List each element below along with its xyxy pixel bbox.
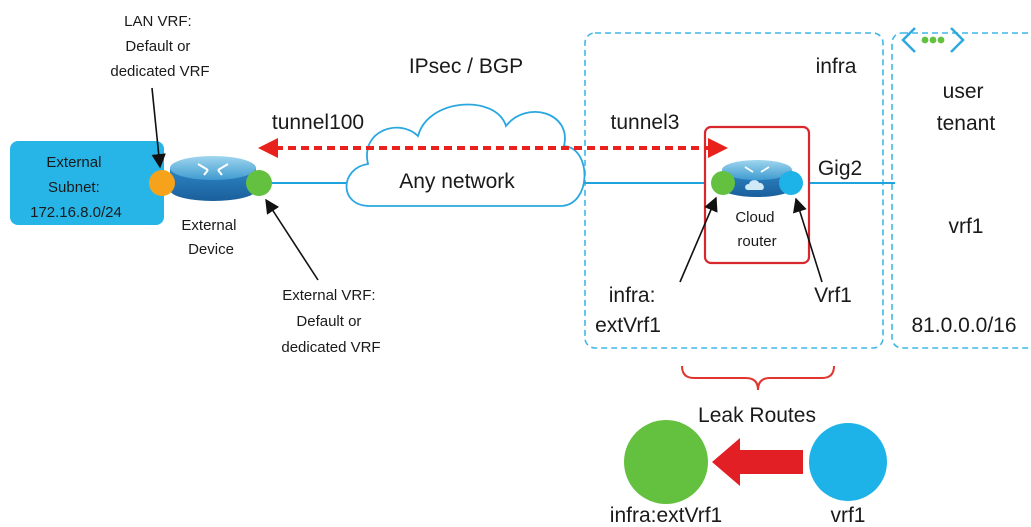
external-device-label: External Device — [181, 217, 240, 258]
lan-vrf-port — [149, 170, 175, 196]
vrf1-tenant-label: vrf1 — [948, 215, 983, 238]
lan-vrf-label: LAN VRF: Default or dedicated VRF — [110, 13, 209, 80]
vrf1-port-label: Vrf1 — [814, 284, 852, 307]
external-vrf-callout — [265, 198, 319, 281]
external-vrf-label: External VRF: Default or dedicated VRF — [281, 287, 380, 356]
chevron-dots-icon — [901, 27, 965, 53]
gig2-label: Gig2 — [818, 157, 862, 180]
user-tenant-box — [891, 32, 1031, 349]
leak-infra-extvrf1-circle — [624, 420, 708, 504]
tunnel100-label: tunnel100 — [272, 111, 364, 134]
lan-vrf-callout — [151, 87, 166, 169]
leak-vrf1-circle — [809, 423, 887, 501]
vrf1-port — [779, 171, 803, 195]
subnet-81-label: 81.0.0.0/16 — [911, 314, 1016, 337]
infra-label: infra — [816, 55, 857, 78]
leak-infra-extvrf1-label: infra:extVrf1 — [610, 504, 722, 527]
tunnel3-label: tunnel3 — [611, 111, 680, 134]
user-tenant-label: user tenant — [937, 80, 996, 135]
leak-routes-bracket — [681, 365, 835, 391]
vrf1-callout — [793, 197, 823, 283]
leak-vrf1-label: vrf1 — [830, 504, 865, 527]
router-icon — [722, 160, 792, 197]
any-network-label: Any network — [399, 170, 515, 193]
cloud-router-label: Cloud router — [735, 209, 778, 250]
external-subnet-box — [10, 141, 164, 225]
leak-arrow — [712, 438, 803, 486]
infra-extvrf1-port — [711, 171, 735, 195]
infra-extvrf1-label: infra: extVrf1 — [595, 284, 661, 337]
external-vrf-port — [246, 170, 272, 196]
external-subnet-label: External Subnet: 172.16.8.0/24 — [30, 154, 122, 221]
ipsec-bgp-label: IPsec / BGP — [409, 55, 523, 78]
router-icon — [170, 156, 256, 201]
infra-tenant-box — [584, 32, 884, 349]
infra-extvrf1-callout — [679, 196, 718, 283]
leak-routes-label: Leak Routes — [698, 404, 816, 427]
